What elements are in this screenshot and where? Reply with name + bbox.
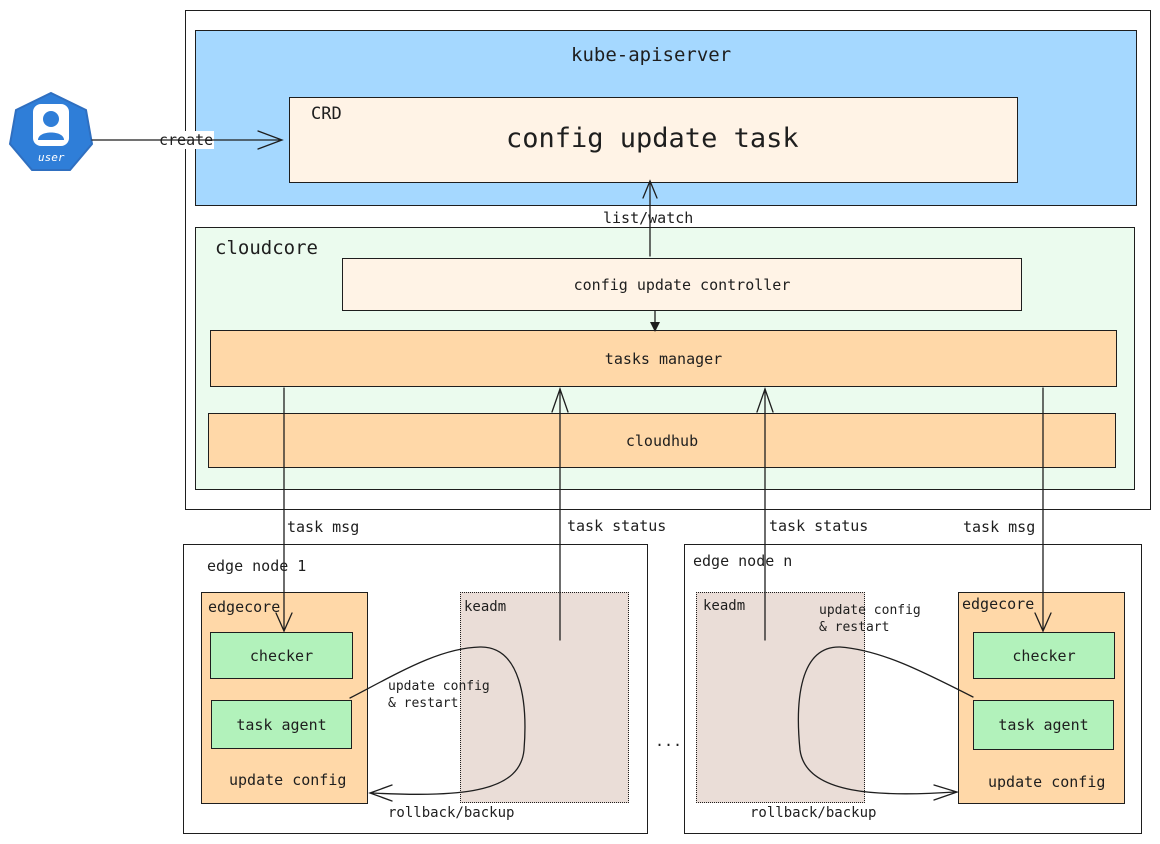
task-status-label-left: task status <box>567 517 667 535</box>
edge-node-n-task-agent-label: task agent <box>998 716 1089 734</box>
crd-tag: CRD <box>311 104 342 124</box>
edge-node-n-keadm-title: keadm <box>703 598 746 614</box>
kube-apiserver-title: kube-apiserver <box>571 44 732 66</box>
config-update-controller-box[interactable]: config update controller <box>342 258 1022 311</box>
tasks-manager-label: tasks manager <box>604 349 723 368</box>
edge-node-n-checker-box[interactable]: checker <box>973 632 1115 679</box>
edge-node-n-rollback-label: rollback/backup <box>750 805 877 821</box>
tasks-manager-box[interactable]: tasks manager <box>210 330 1117 387</box>
user-icon[interactable] <box>8 90 94 174</box>
task-msg-label-right: task msg <box>963 518 1036 536</box>
edge-node-1-keadm-title: keadm <box>464 599 507 615</box>
edge-node-1-update-config-label: update config <box>229 771 347 789</box>
task-msg-label-left: task msg <box>287 518 360 536</box>
edge-node-1-checker-label: checker <box>249 646 314 665</box>
edge-node-n-update-restart-line2: & restart <box>819 620 890 635</box>
edge-node-n-title: edge node n <box>693 552 793 570</box>
edge-node-1-update-restart-line2: & restart <box>388 696 459 711</box>
crd-name: config update task <box>506 123 799 154</box>
edge-node-1-task-agent-label: task agent <box>236 715 327 734</box>
user-label: user <box>38 151 65 164</box>
create-label: create <box>158 131 215 149</box>
edge-node-1-checker-box[interactable]: checker <box>210 632 353 679</box>
edge-node-1-keadm-box[interactable] <box>460 592 629 803</box>
task-status-label-right: task status <box>769 517 869 535</box>
cloudhub-box[interactable]: cloudhub <box>208 413 1116 468</box>
list-watch-label: list/watch <box>602 209 695 227</box>
edge-node-n-edgecore-title: edgecore <box>962 595 1035 613</box>
cloudcore-title: cloudcore <box>215 237 318 259</box>
edge-node-1-rollback-label: rollback/backup <box>388 805 515 821</box>
config-update-controller-label: config update controller <box>573 275 791 294</box>
edge-node-n-checker-label: checker <box>1012 646 1076 665</box>
edge-node-n-update-restart-line1: update config <box>819 603 921 618</box>
edge-node-1-update-restart-line1: update config <box>388 679 490 694</box>
cloudhub-label: cloudhub <box>625 431 699 450</box>
edge-node-1-edgecore-title: edgecore <box>208 598 281 616</box>
edge-node-1-title: edge node 1 <box>207 557 307 575</box>
nodes-ellipsis: ... <box>655 732 683 750</box>
edge-node-n-update-config-label: update config <box>988 773 1106 791</box>
edge-node-n-task-agent-box[interactable]: task agent <box>973 700 1114 750</box>
edge-node-1-task-agent-box[interactable]: task agent <box>211 700 352 749</box>
